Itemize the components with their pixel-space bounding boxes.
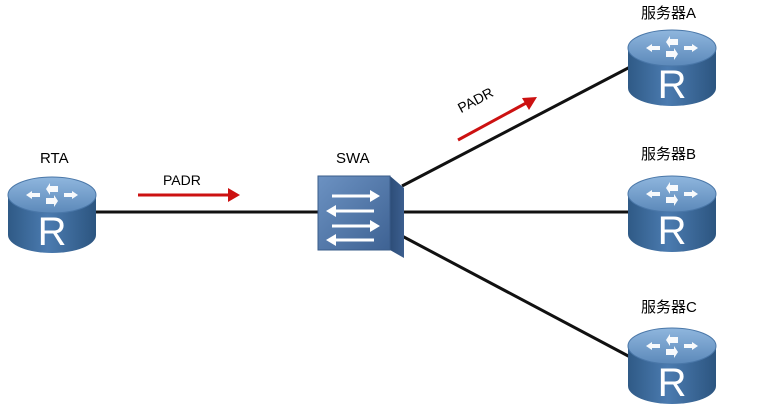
links [96, 64, 633, 360]
arrow-swa-to-server-a [457, 97, 537, 142]
switch-swa[interactable] [317, 175, 404, 258]
link-swa-server-c [401, 234, 633, 360]
router-server-c[interactable] [627, 327, 717, 406]
arrow-rta-to-swa [138, 188, 240, 202]
label-swa: SWA [336, 150, 370, 167]
router-icon [7, 176, 97, 255]
label-server-c: 服务器C [641, 299, 697, 316]
router-icon [627, 29, 717, 108]
router-server-b[interactable] [627, 175, 717, 254]
router-server-a[interactable] [627, 29, 717, 108]
message-arrows [138, 97, 537, 202]
switch-icon [317, 175, 404, 258]
label-rta: RTA [40, 150, 69, 167]
link-swa-server-a [401, 64, 633, 188]
router-rta[interactable] [7, 176, 97, 255]
router-icon [627, 327, 717, 406]
label-server-a: 服务器A [641, 5, 697, 22]
router-icon [627, 175, 717, 254]
message-label-rta-to-swa: PADR [163, 172, 201, 188]
label-server-b: 服务器B [641, 146, 697, 163]
